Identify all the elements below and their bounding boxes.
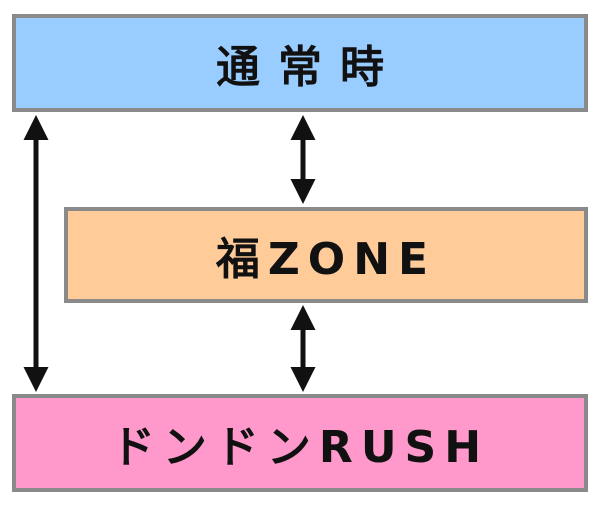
state-box-normal: 通常時 <box>12 14 588 112</box>
state-label-rush: ドンドンRUSH <box>110 422 490 473</box>
state-label-normal: 通常時 <box>216 42 402 93</box>
state-box-zone: 福ZONE <box>64 207 588 303</box>
state-label-zone: 福ZONE <box>215 234 437 285</box>
state-box-rush: ドンドンRUSH <box>12 394 588 492</box>
